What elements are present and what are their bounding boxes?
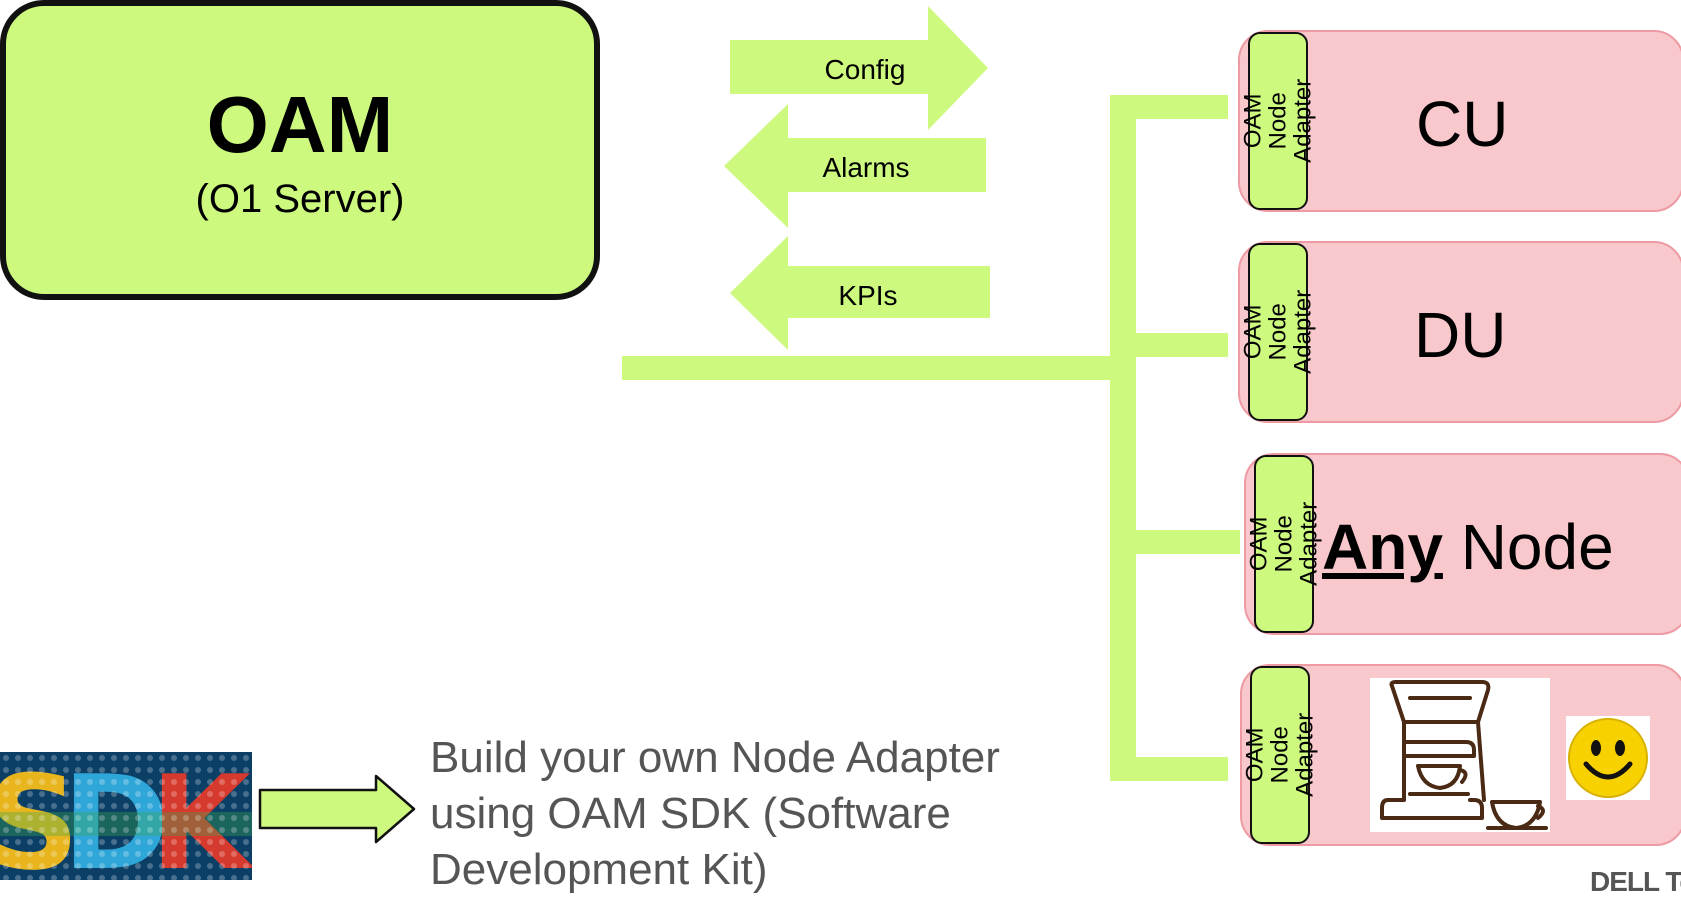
adapter-label: OAM Node Adapter: [1239, 78, 1317, 164]
du-label: DU: [1414, 299, 1507, 371]
oam-server-box: OAM (O1 Server): [0, 0, 600, 300]
custom-node: OAM Node Adapter: [1240, 664, 1681, 846]
any-emphasis: Any: [1322, 511, 1443, 583]
sdk-logo-art: S D K: [0, 752, 252, 880]
main-connector-line: [622, 356, 1116, 380]
cu-label: CU: [1416, 88, 1509, 160]
vertical-bus-line: [1110, 95, 1136, 775]
kpis-arrow: [730, 236, 990, 350]
branch-line-du: [1110, 333, 1228, 357]
alarms-arrow: [724, 104, 986, 228]
sdk-arrow: [258, 774, 416, 844]
adapter-label: OAM Node Adapter: [1241, 712, 1319, 798]
sdk-description: Build your own Node Adapter using OAM SD…: [430, 733, 1000, 894]
du-node: OAM Node Adapter DU: [1238, 241, 1681, 423]
branch-line-custom: [1110, 757, 1228, 781]
config-label: Config: [824, 54, 906, 85]
alarms-label: Alarms: [822, 152, 910, 183]
smiley-icon: [1566, 716, 1650, 800]
branch-line-any: [1110, 530, 1240, 554]
oam-node-adapter: OAM Node Adapter: [1239, 243, 1317, 421]
kpis-label: KPIs: [838, 280, 898, 311]
any-rest: Node: [1442, 511, 1614, 583]
coffee-machine-icon: [1370, 678, 1550, 832]
oam-node-adapter: OAM Node Adapter: [1239, 32, 1317, 210]
adapter-label: OAM Node Adapter: [1245, 501, 1323, 587]
any-node: OAM Node Adapter Any Node: [1244, 453, 1681, 635]
branch-line-cu: [1110, 95, 1228, 119]
config-arrow: [730, 6, 988, 130]
oam-title: OAM: [206, 79, 394, 169]
sdk-logo: S D K: [0, 752, 252, 880]
any-node-label: Any Node: [1322, 510, 1614, 584]
cu-node: OAM Node Adapter CU: [1238, 30, 1681, 212]
oam-subtitle: (O1 Server): [195, 176, 405, 221]
dell-brand-logo: DELL Te: [1590, 866, 1681, 897]
adapter-label: OAM Node Adapter: [1239, 289, 1317, 375]
oam-node-adapter: OAM Node Adapter: [1241, 666, 1319, 844]
oam-node-adapter: OAM Node Adapter: [1245, 455, 1323, 633]
